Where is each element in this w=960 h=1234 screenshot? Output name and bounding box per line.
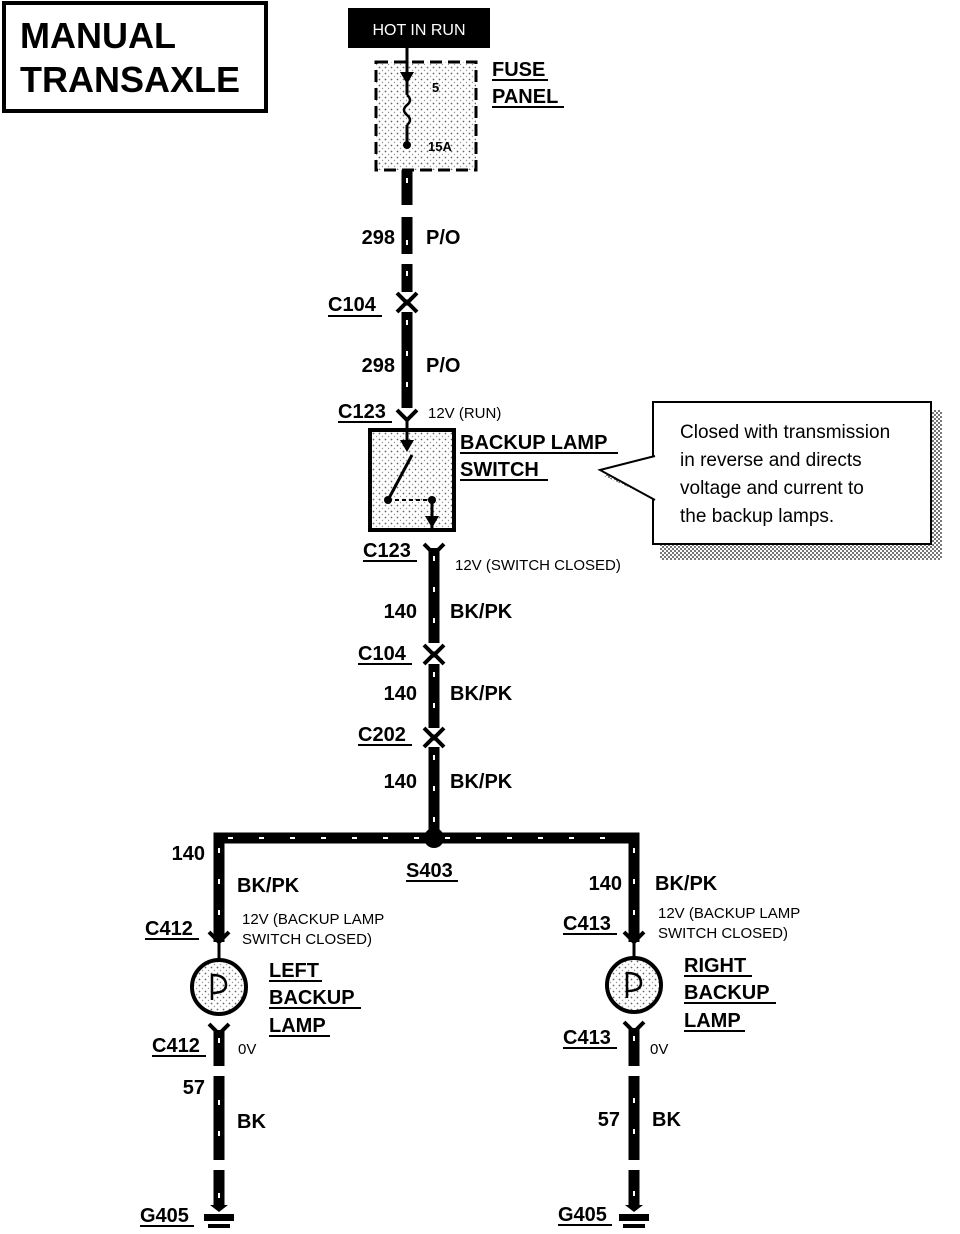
ground-g405-left: G405 — [140, 1205, 234, 1228]
connector-c202: C202 — [358, 724, 446, 749]
fuse-rating: 15A — [428, 139, 452, 154]
connector-c413-top-label: C413 — [563, 913, 611, 935]
voltage-left-ground: 0V — [238, 1041, 256, 1058]
ground-g405-right: G405 — [558, 1204, 649, 1228]
connector-c412-bottom: C412 0V — [152, 1022, 256, 1058]
voltage-right-lamp-1: 12V (BACKUP LAMP — [658, 905, 800, 922]
wire-298-upper-color: P/O — [426, 227, 460, 249]
callout-line-2: in reverse and directs — [680, 450, 862, 471]
fuse-panel-label-1: FUSE — [492, 59, 545, 81]
ground-right-icon — [619, 1214, 649, 1221]
ground-left-icon — [204, 1214, 234, 1221]
power-source-label: HOT IN RUN — [372, 22, 465, 39]
wire-298-lower-color: P/O — [426, 355, 460, 377]
right-lamp-label-2: BACKUP — [684, 982, 770, 1004]
title-line-2: TRANSAXLE — [20, 59, 240, 100]
connector-c413-bottom-label: C413 — [563, 1027, 611, 1049]
voltage-left-lamp-2: SWITCH CLOSED) — [242, 931, 372, 948]
callout-line-4: the backup lamps. — [680, 506, 834, 527]
power-source: HOT IN RUN — [348, 8, 490, 48]
title-line-1: MANUAL — [20, 15, 176, 56]
wire-57-right-circuit: 57 — [598, 1109, 620, 1131]
left-backup-lamp: LEFT BACKUP LAMP — [190, 942, 361, 1037]
fuse-panel-label-2: PANEL — [492, 86, 558, 108]
backup-lamp-switch: BACKUP LAMP SWITCH — [368, 420, 618, 532]
splice-s403-label: S403 — [406, 860, 453, 882]
voltage-switch-out: 12V (SWITCH CLOSED) — [455, 557, 621, 574]
callout-line-1: Closed with transmission — [680, 422, 890, 443]
connector-c413-bottom: C413 0V — [563, 1020, 668, 1058]
right-lamp-label-1: RIGHT — [684, 955, 746, 977]
wire-140-a-color: BK/PK — [450, 601, 513, 623]
callout-line-3: voltage and current to — [680, 478, 864, 499]
fuse-panel: 5 15A FUSE PANEL — [374, 48, 564, 172]
connector-c123-bottom-label: C123 — [363, 540, 411, 562]
connector-c123-top-label: C123 — [338, 401, 386, 423]
voltage-left-lamp-1: 12V (BACKUP LAMP — [242, 911, 384, 928]
wire-140-c-color: BK/PK — [450, 771, 513, 793]
right-backup-lamp: RIGHT BACKUP LAMP — [605, 942, 776, 1032]
connector-c104-mid: C104 — [358, 643, 446, 666]
wire-140-b-circuit: 140 — [384, 683, 417, 705]
right-lamp-label-3: LAMP — [684, 1010, 741, 1032]
connector-c412-top-label: C412 — [145, 918, 193, 940]
connector-c104-top-label: C104 — [328, 294, 377, 316]
connector-c123-top: C123 12V (RUN) — [338, 401, 501, 423]
left-lamp-bulb-icon — [190, 958, 248, 1016]
connector-c412-bottom-label: C412 — [152, 1035, 200, 1057]
wire-57-left-circuit: 57 — [183, 1077, 205, 1099]
wire-140-b-color: BK/PK — [450, 683, 513, 705]
wire-298-lower-circuit: 298 — [362, 355, 395, 377]
switch-contact-icon — [386, 454, 414, 501]
switch-label-1: BACKUP LAMP — [460, 432, 607, 454]
voltage-right-lamp-2: SWITCH CLOSED) — [658, 925, 788, 942]
wire-57-right-color: BK — [652, 1109, 681, 1131]
wire-57-left-color: BK — [237, 1111, 266, 1133]
connector-c202-label: C202 — [358, 724, 406, 746]
left-lamp-label-2: BACKUP — [269, 987, 355, 1009]
wire-140-right-color: BK/PK — [655, 873, 718, 895]
connector-c123-bottom: C123 12V (SWITCH CLOSED) — [363, 540, 621, 574]
wire-140-a-circuit: 140 — [384, 601, 417, 623]
left-lamp-label-1: LEFT — [269, 960, 319, 982]
connector-c413-top: C413 12V (BACKUP LAMP SWITCH CLOSED) — [563, 905, 800, 945]
title-box: MANUAL TRANSAXLE — [2, 1, 268, 113]
voltage-right-ground: 0V — [650, 1041, 668, 1058]
wire-140-right-circuit: 140 — [589, 873, 622, 895]
wire-140-left-color: BK/PK — [237, 875, 300, 897]
fuse-number: 5 — [432, 80, 439, 95]
ground-g405-left-label: G405 — [140, 1205, 189, 1227]
connector-c104-mid-label: C104 — [358, 643, 407, 665]
fuse-icon — [402, 94, 412, 126]
wire-140-c-circuit: 140 — [384, 771, 417, 793]
ground-g405-right-label: G405 — [558, 1204, 607, 1226]
switch-label-2: SWITCH — [460, 459, 539, 481]
switch-callout: Closed with transmission in reverse and … — [597, 401, 942, 560]
wire-140-left-circuit: 140 — [172, 843, 205, 865]
connector-c104-top: C104 — [328, 291, 419, 317]
right-lamp-bulb-icon — [605, 956, 663, 1014]
wire-298-upper-circuit: 298 — [362, 227, 395, 249]
connector-c412-top: C412 12V (BACKUP LAMP SWITCH CLOSED) — [145, 911, 384, 948]
voltage-switch-in: 12V (RUN) — [428, 405, 501, 422]
left-lamp-label-3: LAMP — [269, 1015, 326, 1037]
splice-s403 — [424, 828, 444, 848]
